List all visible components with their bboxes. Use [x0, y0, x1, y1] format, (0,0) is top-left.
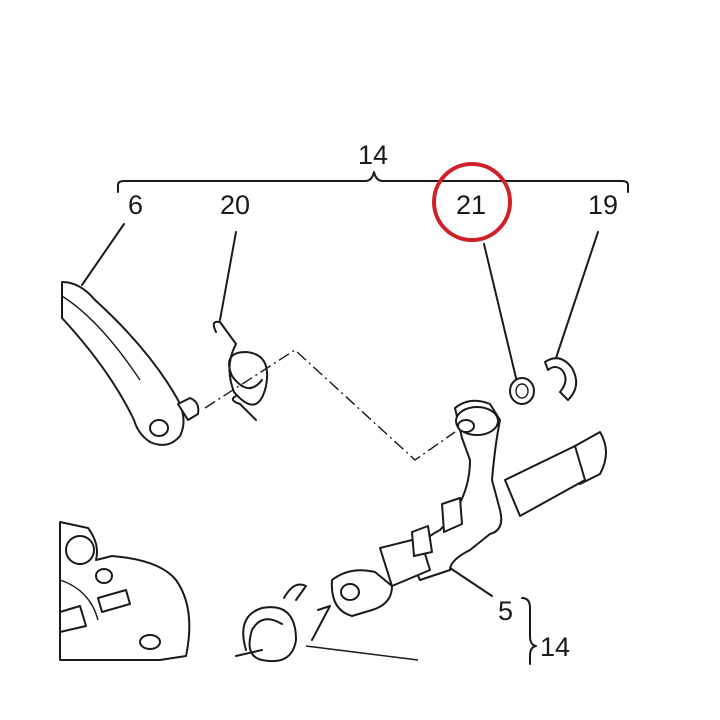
lever-arm-part-6 [61, 223, 200, 446]
label-part-19: 19 [588, 190, 619, 220]
label-assembly-14: 14 [358, 140, 389, 170]
label-part-6: 6 [128, 190, 144, 220]
label-part-21: 21 [456, 190, 487, 220]
highlight-circle [432, 162, 512, 242]
torsion-spring-part-20 [212, 231, 268, 421]
assembly-bracket [117, 171, 629, 193]
part-5-bracket [521, 597, 537, 665]
assembly-axis-line [204, 349, 456, 461]
gearbox-housing [59, 521, 191, 661]
label-assembly-14-ref: 14 [540, 632, 571, 662]
shift-shaft-part-5 [330, 399, 607, 617]
label-part-20: 20 [220, 190, 251, 220]
e-clip-part-19 [544, 231, 599, 401]
lower-spring [235, 583, 419, 662]
washer-part-21 [483, 243, 535, 405]
label-part-5: 5 [498, 596, 514, 626]
